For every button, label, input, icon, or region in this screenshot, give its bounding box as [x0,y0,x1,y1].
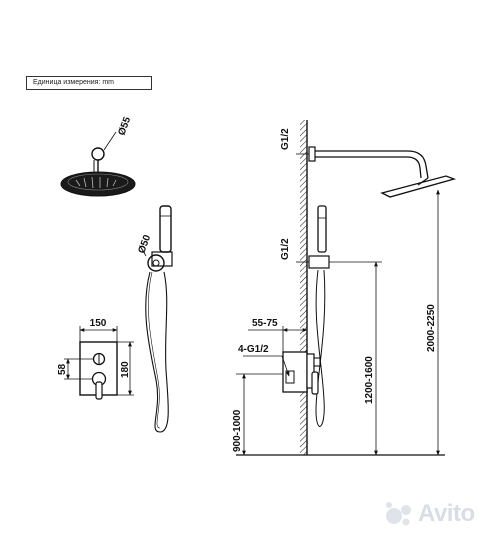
holder-diameter-label: Ø50 [136,233,153,255]
knob-spacing-label: 58 [57,363,68,375]
head-height-label: 2000-2250 [426,304,437,352]
hand-inlet-label: G1/2 [280,238,291,260]
connections-label: 4-G1/2 [238,344,269,355]
wall-outlet [308,255,330,269]
panel-height-label: 180 [120,361,131,378]
valve-panel-front: 150 180 58 [57,318,134,400]
mixer-lever [95,381,103,400]
valve-height-label: 900-1000 [232,409,243,452]
hose-side [315,269,326,427]
hand-shower-side [317,205,327,253]
depth-label: 55-75 [252,318,278,329]
holder-height-label: 1200-1600 [364,356,375,404]
watermark: Avito [384,498,484,530]
valve-lever-side [311,371,319,395]
wall-hatch [300,120,307,455]
rain-head-disc [60,171,136,197]
unit-note: Единица измерения: mm [26,76,152,90]
hand-shower-plan: Ø50 [136,205,173,433]
holder-mount [147,254,165,272]
head-diameter-label: Ø55 [116,115,133,137]
rain-head-side [380,175,457,198]
watermark-text: Avito [418,500,475,527]
hand-shower-body [159,205,172,253]
arm-mount [91,147,105,161]
shower-arm [315,150,429,179]
avito-logo-icon [386,502,411,526]
panel-width-label: 150 [90,318,107,329]
hose [145,271,169,433]
overhead-inlet-label: G1/2 [280,128,291,150]
rain-head-plan: Ø55 [60,115,136,197]
side-view: G1/2 G1/2 55-75 4-G1/2 [232,120,457,456]
